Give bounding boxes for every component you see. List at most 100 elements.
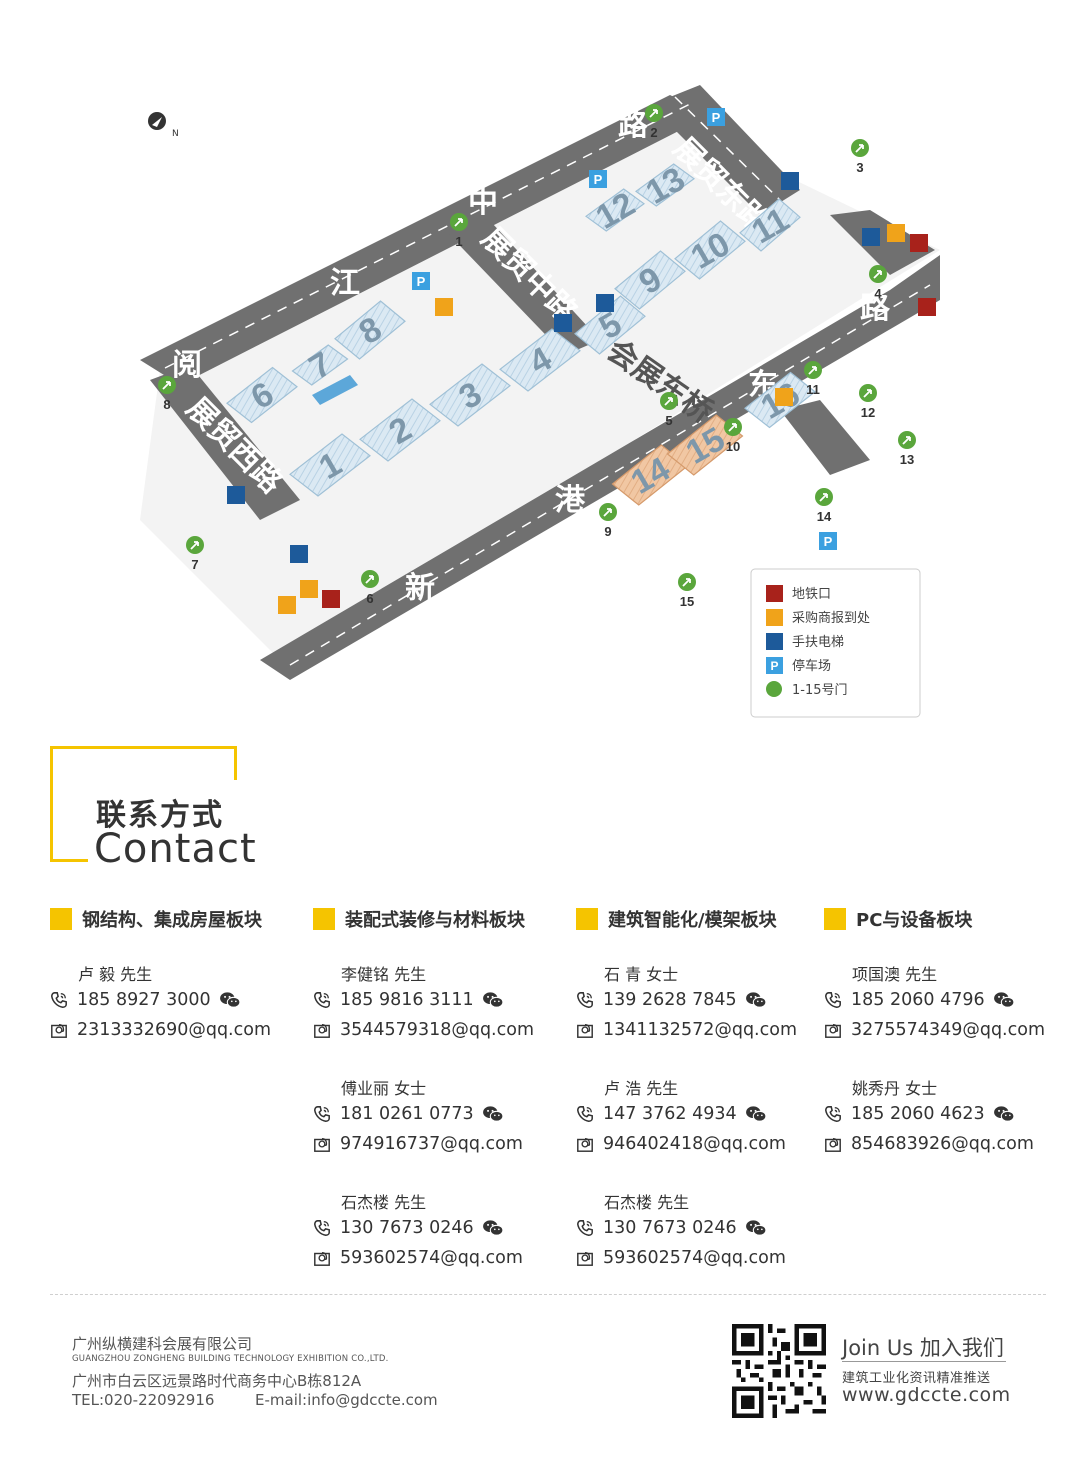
road-label-jiang: 江 bbox=[330, 266, 360, 301]
person-name: 姚秀丹 女士 bbox=[852, 1079, 938, 1098]
email-line[interactable]: 593602574@qq.com bbox=[313, 1247, 523, 1269]
person-name: 卢 浩 先生 bbox=[604, 1079, 679, 1098]
escalator-icon bbox=[227, 486, 245, 504]
phone-number[interactable]: 181 0261 0773 bbox=[340, 1104, 474, 1124]
svg-text:P: P bbox=[824, 534, 833, 549]
phone-line[interactable]: 130 7673 0246 bbox=[576, 1217, 767, 1239]
svg-text:N: N bbox=[172, 129, 179, 139]
email-line[interactable]: 974916737@qq.com bbox=[313, 1133, 523, 1155]
phone-number[interactable]: 185 8927 3000 bbox=[77, 990, 211, 1010]
company-address: 广州市白云区远景路时代商务中心B栋812A bbox=[72, 1372, 362, 1390]
email-line[interactable]: 3275574349@qq.com bbox=[824, 1019, 1045, 1041]
gate-number: 6 bbox=[366, 591, 373, 606]
legend-label: 手扶电梯 bbox=[792, 635, 844, 650]
svg-text:P: P bbox=[712, 110, 721, 125]
legend-label: 停车场 bbox=[792, 658, 831, 674]
road-label-zhong: 中 bbox=[468, 185, 498, 220]
phone-line[interactable]: 181 0261 0773 bbox=[313, 1103, 504, 1125]
company-name-en: GUANGZHOU ZONGHENG BUILDING TECHNOLOGY E… bbox=[72, 1354, 389, 1364]
email-line[interactable]: 946402418@qq.com bbox=[576, 1133, 786, 1155]
email-address[interactable]: 3275574349@qq.com bbox=[851, 1020, 1045, 1040]
phone-line[interactable]: 130 7673 0246 bbox=[313, 1217, 504, 1239]
email-line[interactable]: 2313332690@qq.com bbox=[50, 1019, 271, 1041]
roads bbox=[140, 85, 940, 680]
wechat-icon bbox=[482, 1105, 504, 1123]
wechat-icon bbox=[482, 1219, 504, 1237]
phone-line[interactable]: 185 2060 4796 bbox=[824, 989, 1015, 1011]
email-line[interactable]: 1341132572@qq.com bbox=[576, 1019, 797, 1041]
gate-number: 8 bbox=[163, 397, 170, 412]
gate-13: 13 bbox=[898, 431, 916, 467]
person-name: 项国澳 先生 bbox=[852, 965, 938, 984]
company-name: 广州纵横建科会展有限公司 bbox=[72, 1335, 253, 1353]
gate-6: 6 bbox=[361, 570, 379, 606]
gate-8: 8 bbox=[158, 376, 176, 412]
gate-15: 15 bbox=[678, 573, 696, 609]
email-address[interactable]: 2313332690@qq.com bbox=[77, 1020, 271, 1040]
gate-number: 14 bbox=[817, 509, 832, 524]
road-label-xin: 新 bbox=[405, 571, 435, 606]
phone-line[interactable]: 139 2628 7845 bbox=[576, 989, 767, 1011]
wechat-icon bbox=[745, 991, 767, 1009]
compass-icon: N bbox=[148, 112, 179, 139]
phone-line[interactable]: 185 2060 4623 bbox=[824, 1103, 1015, 1125]
gate-number: 1 bbox=[455, 234, 462, 249]
contact-frame bbox=[50, 746, 237, 862]
phone-icon bbox=[576, 991, 594, 1009]
email-line[interactable]: 3544579318@qq.com bbox=[313, 1019, 534, 1041]
email-icon bbox=[824, 1135, 842, 1153]
person-name: 石 青 女士 bbox=[604, 965, 679, 984]
phone-line[interactable]: 185 8927 3000 bbox=[50, 989, 241, 1011]
hall-7-marker bbox=[312, 375, 358, 405]
qr-code-icon[interactable] bbox=[732, 1324, 826, 1418]
gate-4: 4 bbox=[869, 265, 887, 301]
legend-label: 1-15号门 bbox=[792, 683, 848, 698]
footer-divider bbox=[50, 1294, 1046, 1295]
svg-text:P: P bbox=[594, 172, 603, 187]
road-label-yue: 阅 bbox=[172, 348, 202, 383]
gate-number: 11 bbox=[806, 382, 820, 397]
phone-number[interactable]: 139 2628 7845 bbox=[603, 990, 737, 1010]
email-address[interactable]: 593602574@qq.com bbox=[340, 1248, 523, 1268]
gate-7: 7 bbox=[186, 536, 204, 572]
join-us-slogan: 建筑工业化资讯精准推送 bbox=[842, 1371, 991, 1386]
legend-label: 地铁口 bbox=[792, 587, 831, 602]
phone-number[interactable]: 130 7673 0246 bbox=[603, 1218, 737, 1238]
gate-number: 2 bbox=[650, 125, 657, 140]
email-address[interactable]: 854683926@qq.com bbox=[851, 1134, 1034, 1154]
phone-number[interactable]: 185 9816 3111 bbox=[340, 990, 474, 1010]
phone-number[interactable]: 185 2060 4796 bbox=[851, 990, 985, 1010]
hall-1: 1 bbox=[289, 433, 371, 497]
email-address[interactable]: 1341132572@qq.com bbox=[603, 1020, 797, 1040]
wechat-icon bbox=[482, 991, 504, 1009]
email-line[interactable]: 593602574@qq.com bbox=[576, 1247, 786, 1269]
hall-4: 4 bbox=[499, 328, 581, 392]
escalator-icon bbox=[781, 172, 799, 190]
phone-number[interactable]: 185 2060 4623 bbox=[851, 1104, 985, 1124]
email-address[interactable]: 946402418@qq.com bbox=[603, 1134, 786, 1154]
phone-line[interactable]: 185 9816 3111 bbox=[313, 989, 504, 1011]
company-email[interactable]: E-mail:info@gdccte.com bbox=[255, 1391, 438, 1409]
phone-number[interactable]: 147 3762 4934 bbox=[603, 1104, 737, 1124]
legend-item: 1-15号门 bbox=[766, 681, 848, 698]
lane-markings bbox=[164, 96, 931, 666]
gate-11: 11 bbox=[804, 361, 822, 397]
yellow-square-icon bbox=[50, 908, 72, 930]
email-line[interactable]: 854683926@qq.com bbox=[824, 1133, 1034, 1155]
website-link[interactable]: www.gdccte.com bbox=[842, 1384, 1011, 1406]
wechat-icon bbox=[993, 991, 1015, 1009]
email-address[interactable]: 974916737@qq.com bbox=[340, 1134, 523, 1154]
registration-icon bbox=[887, 224, 905, 242]
phone-icon bbox=[50, 991, 68, 1009]
phone-icon bbox=[313, 991, 331, 1009]
phone-line[interactable]: 147 3762 4934 bbox=[576, 1103, 767, 1125]
join-us-underline bbox=[842, 1361, 1006, 1362]
phone-icon bbox=[576, 1219, 594, 1237]
phone-icon bbox=[313, 1105, 331, 1123]
phone-number[interactable]: 130 7673 0246 bbox=[340, 1218, 474, 1238]
metro-icon bbox=[918, 298, 936, 316]
road-label-gang: 港 bbox=[555, 483, 586, 518]
email-address[interactable]: 593602574@qq.com bbox=[603, 1248, 786, 1268]
email-address[interactable]: 3544579318@qq.com bbox=[340, 1020, 534, 1040]
